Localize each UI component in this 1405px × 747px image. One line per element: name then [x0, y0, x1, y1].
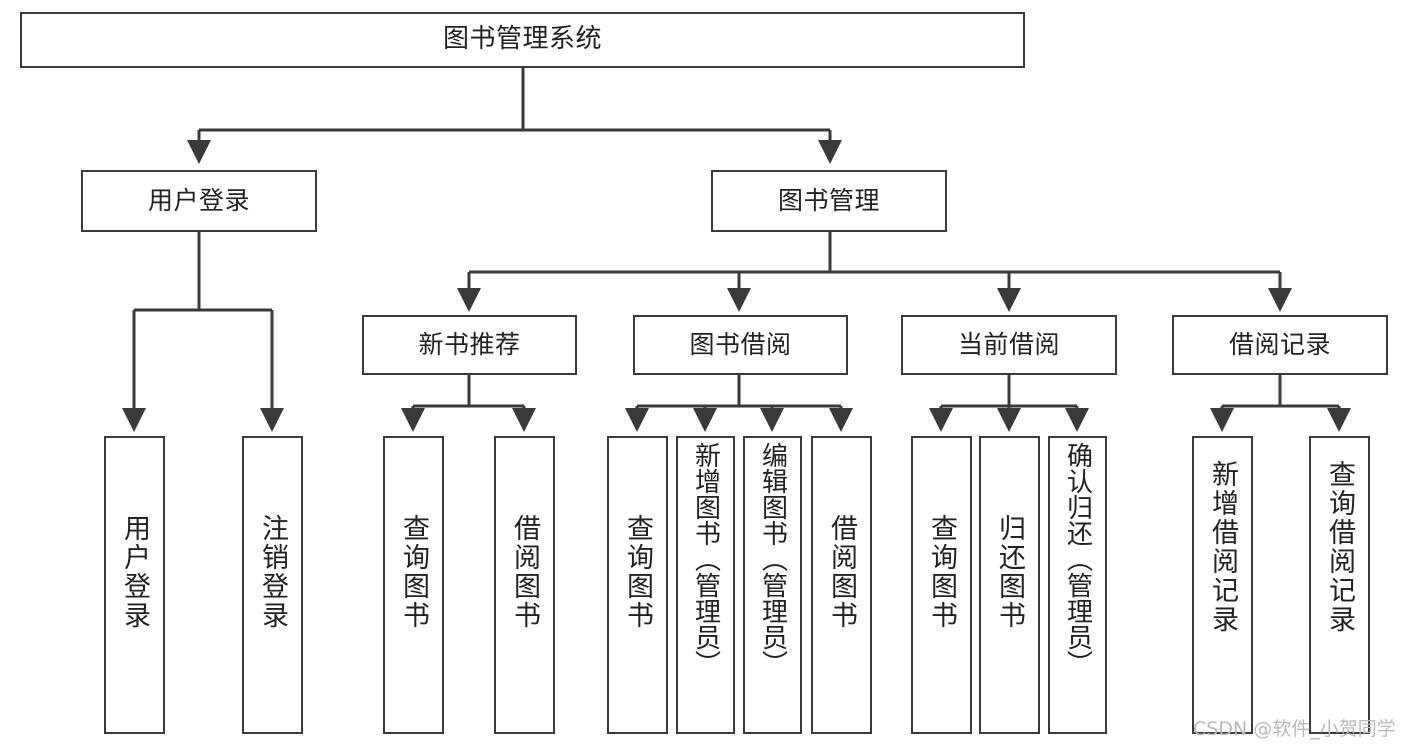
node-label: 查询图书 [622, 514, 653, 630]
node-root-book-management-system[interactable]: 图书管理系统 [20, 12, 1025, 68]
node-label: 当前借阅 [957, 329, 1060, 359]
node-label: 图书管理系统 [442, 24, 602, 55]
node-leaf-query-book-current[interactable]: 查询图书 [911, 436, 972, 734]
node-new-book-recommend[interactable]: 新书推荐 [362, 315, 577, 375]
node-leaf-confirm-return-admin[interactable]: 确认归还（管理员） [1048, 436, 1107, 734]
node-book-borrow[interactable]: 图书借阅 [633, 315, 848, 375]
node-label: 图书借阅 [689, 329, 792, 359]
node-label: 新书推荐 [418, 329, 521, 359]
node-label: 查询图书 [926, 514, 957, 630]
node-leaf-add-borrow-record[interactable]: 新增借阅记录 [1192, 436, 1253, 734]
node-label: 新增图书（管理员） [690, 442, 721, 676]
node-leaf-logout[interactable]: 注销登录 [242, 436, 303, 734]
node-label: 查询借阅记录 [1324, 460, 1355, 634]
node-leaf-borrow-book-recommend[interactable]: 借阅图书 [494, 436, 555, 734]
node-label: 新增借阅记录 [1207, 460, 1238, 634]
node-leaf-query-borrow-record[interactable]: 查询借阅记录 [1309, 436, 1370, 734]
node-leaf-user-login[interactable]: 用户登录 [104, 436, 165, 734]
node-user-login[interactable]: 用户登录 [81, 170, 317, 232]
node-label: 确认归还（管理员） [1062, 442, 1093, 676]
node-leaf-query-book-recommend[interactable]: 查询图书 [383, 436, 444, 734]
node-label: 归还图书 [994, 514, 1025, 630]
node-label: 借阅记录 [1228, 329, 1331, 359]
node-label: 图书管理 [777, 185, 880, 215]
node-leaf-borrow-book[interactable]: 借阅图书 [811, 436, 872, 734]
node-label: 借阅图书 [509, 514, 540, 630]
node-label: 注销登录 [257, 514, 288, 630]
node-borrow-record[interactable]: 借阅记录 [1172, 315, 1388, 375]
node-leaf-query-book-borrow[interactable]: 查询图书 [607, 436, 668, 734]
node-label: 用户登录 [119, 514, 150, 630]
node-leaf-add-book-admin[interactable]: 新增图书（管理员） [676, 436, 735, 734]
node-book-management[interactable]: 图书管理 [711, 170, 947, 232]
node-label: 借阅图书 [826, 514, 857, 630]
csdn-watermark: CSDN @软件_小贺同学 [1193, 718, 1396, 740]
node-label: 编辑图书（管理员） [757, 442, 788, 676]
node-label: 查询图书 [398, 514, 429, 630]
node-leaf-edit-book-admin[interactable]: 编辑图书（管理员） [743, 436, 802, 734]
node-leaf-return-book[interactable]: 归还图书 [979, 436, 1040, 734]
node-label: 用户登录 [147, 185, 250, 215]
node-current-borrow[interactable]: 当前借阅 [901, 315, 1117, 375]
